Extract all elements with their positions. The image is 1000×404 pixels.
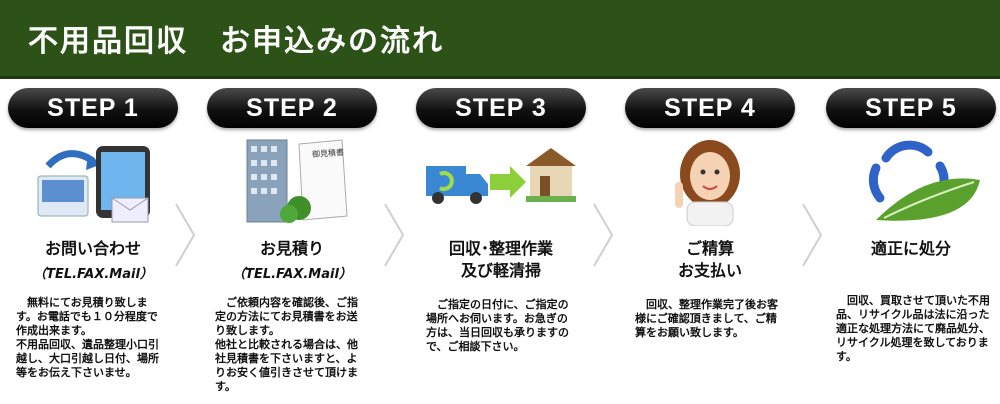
chevron-right-icon: [802, 203, 823, 267]
step-subtitle: （TEL.FAX.Mail）: [232, 267, 352, 282]
building-estimate-icon: 御見積書: [217, 136, 367, 226]
step-title-line2: 及び軽清掃: [460, 261, 541, 280]
chevron-right-icon: [384, 203, 405, 267]
step-title: ご精算: [685, 239, 734, 258]
estimate-doc-label: 御見積書: [311, 147, 345, 160]
chevron-right-icon: [175, 203, 196, 267]
chevron-right-icon: [593, 203, 614, 267]
truck-house-icon: [426, 136, 576, 226]
staff-woman-icon: [635, 136, 785, 226]
step-title: 適正に処分: [870, 239, 951, 258]
step-subtitle: （TEL.FAX.Mail）: [33, 267, 153, 282]
step-title-line2: お支払い: [677, 261, 742, 280]
phone-mail-icon: [18, 136, 168, 226]
step-description: ご依頼内容を確認後、ご指定の方法にてお見積書をお送り致します。 他社と比較される…: [215, 296, 358, 393]
step-badge: STEP 2: [207, 88, 377, 128]
recycle-leaf-icon: [836, 136, 986, 226]
step-description: 回収、整理作業完了後お客様にご確認頂きまして、ご精算をお願い致します。: [635, 298, 778, 339]
step-badge: STEP 4: [625, 88, 795, 128]
step-title: お問い合わせ: [44, 239, 141, 258]
step-title: 回収･整理作業: [448, 239, 553, 258]
step-badge: STEP 3: [416, 88, 586, 128]
step-title: お見積り: [259, 239, 324, 258]
step-description: 回収、買取させて頂いた不用品、リサイクル品は法に沿った適正な処理方法にて廃品処分…: [836, 294, 990, 363]
step-description: 無料にてお見積り致します。お電話でも１０分程度で作成出来ます。 不用品回収、遺品…: [16, 296, 159, 379]
step-description: ご指定の日付に、ご指定の場所へお伺います。お急ぎの方は、当日回収も承りますので、…: [426, 298, 569, 353]
step-badge: STEP 5: [826, 88, 996, 128]
header-banner: 不用品回収 お申込みの流れ: [0, 0, 1000, 79]
step-badge: STEP 1: [8, 88, 178, 128]
page-title: 不用品回収 お申込みの流れ: [28, 24, 444, 59]
